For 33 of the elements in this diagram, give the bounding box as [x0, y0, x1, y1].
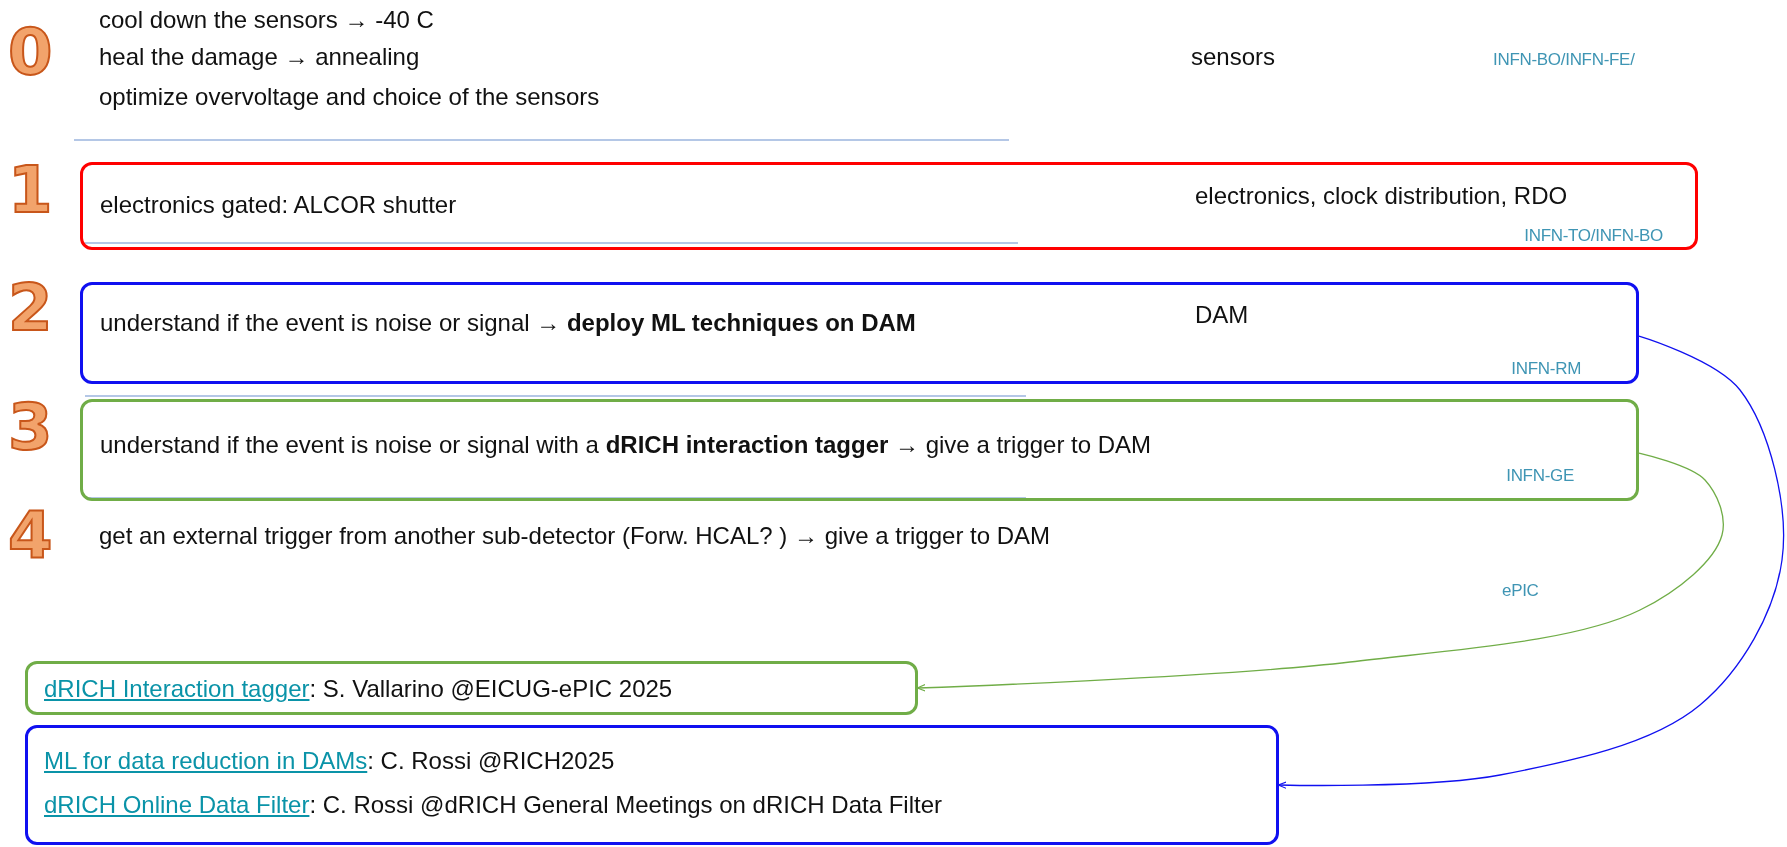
- reference-text: : S. Vallarino @EICUG-ePIC 2025: [309, 675, 673, 702]
- step-number: 1: [8, 153, 53, 227]
- step-number: 0: [8, 15, 53, 89]
- institution-label: INFN-RM: [1511, 359, 1581, 379]
- institution-label: INFN-GE: [1506, 466, 1574, 486]
- connector-arrow: [1277, 335, 1785, 789]
- institution-label: INFN-TO/INFN-BO: [1524, 226, 1663, 246]
- text-box: [80, 282, 1639, 384]
- institution-label: ePIC: [1502, 581, 1539, 601]
- reference-text: : C. Rossi @RICH2025: [367, 747, 615, 774]
- description-text: electronics gated: ALCOR shutter: [100, 191, 457, 219]
- step-number: 2: [8, 271, 53, 345]
- text-box: [80, 399, 1639, 501]
- reference-link: dRICH Interaction tagger: [44, 675, 310, 702]
- description-text: heal the damage → annealing: [99, 43, 420, 71]
- reference-link: dRICH Online Data Filter: [44, 791, 310, 818]
- step-number: 3: [8, 390, 53, 464]
- description-text: optimize overvoltage and choice of the sensors: [99, 83, 600, 111]
- description-text: cool down the sensors → -40 C: [99, 6, 434, 34]
- description-text: DAM: [1195, 301, 1249, 329]
- step-number: 4: [8, 499, 53, 573]
- text-box: [25, 661, 918, 715]
- text-box: [80, 162, 1698, 250]
- institution-label: INFN-BO/INFN-FE/: [1493, 50, 1635, 70]
- connector-arrow: [916, 452, 1724, 692]
- description-text: get an external trigger from another sub-detector (Forw. HCAL? ) → give a trigger to DAM: [99, 522, 1051, 550]
- description-text: electronics, clock distribution, RDO: [1195, 182, 1568, 210]
- reference-text: : C. Rossi @dRICH General Meetings on dRICH Data Filter: [309, 791, 942, 818]
- description-text: understand if the event is noise or signal with a dRICH interaction tagger → give a trigger to DAM: [100, 431, 1152, 459]
- category-label: sensors: [1191, 43, 1276, 71]
- reference-link: ML for data reduction in DAMs: [44, 747, 368, 774]
- text-box: [25, 725, 1279, 845]
- description-text: understand if the event is noise or signal → deploy ML techniques on DAM: [100, 309, 916, 337]
